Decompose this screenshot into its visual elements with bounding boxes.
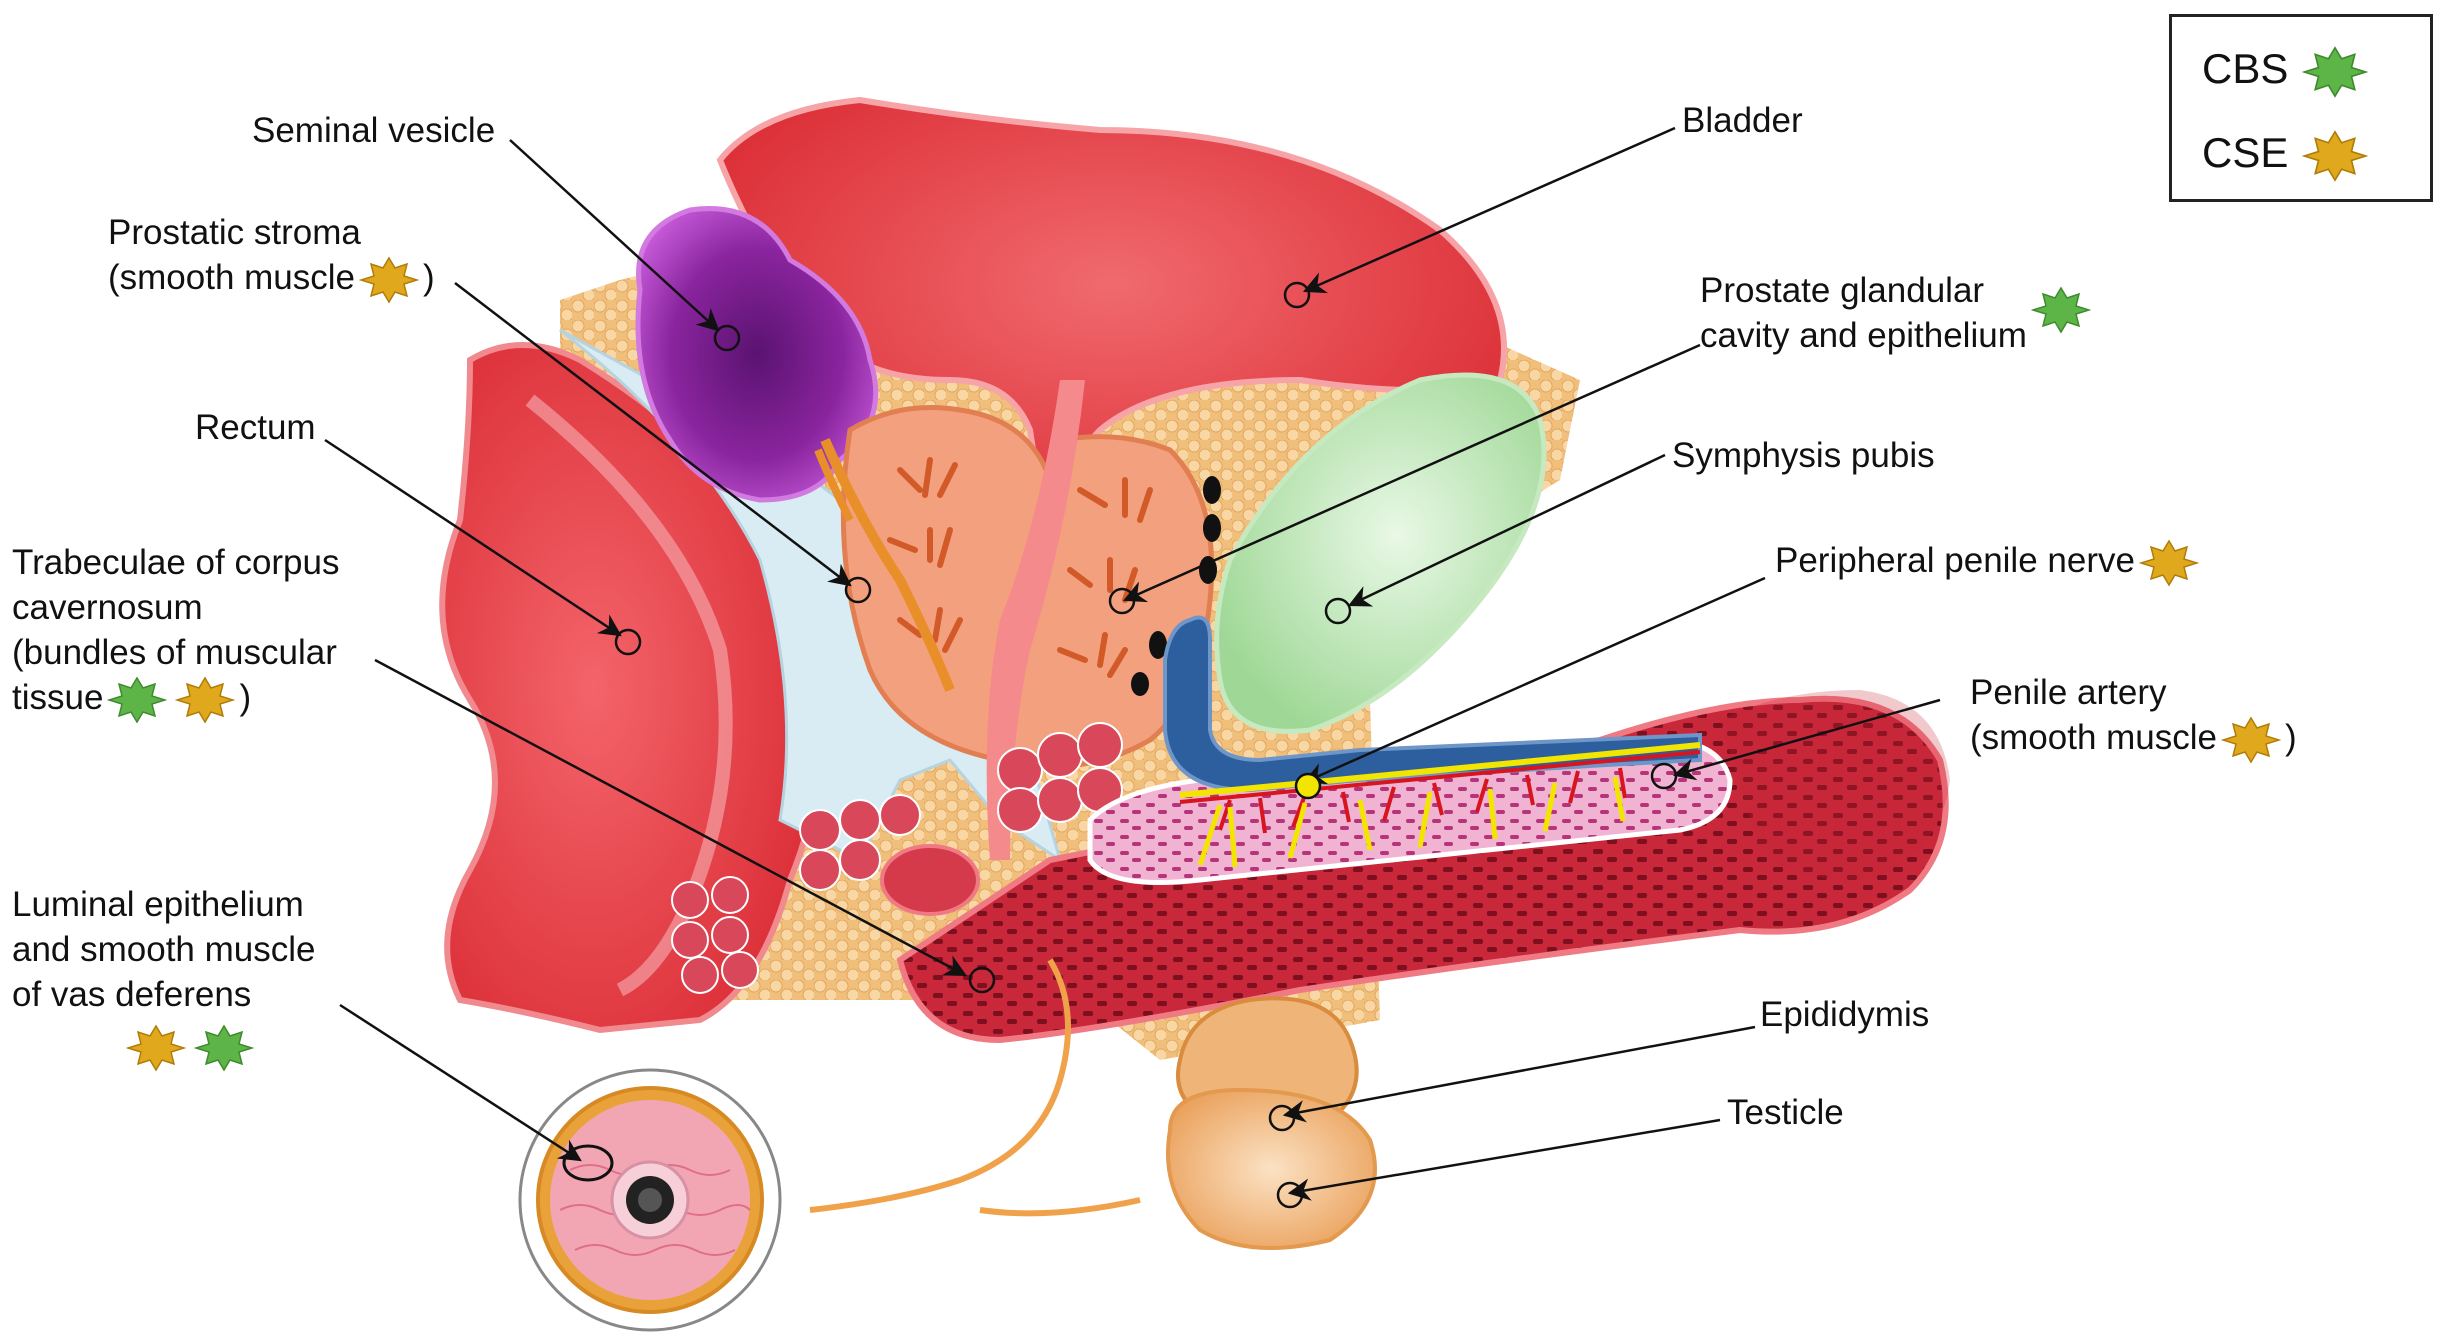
label-penile-artery: Penile artery (smooth muscle) — [1970, 670, 2297, 764]
vas-deferens-cross-section — [518, 1068, 782, 1332]
symphysis-shape — [1214, 372, 1547, 734]
cse-star-icon — [2302, 130, 2369, 182]
testicle-shape — [1166, 1087, 1377, 1250]
cbs-star-icon — [2030, 286, 2091, 334]
cbs-star-icon — [194, 1024, 254, 1072]
label-epididymis: Epididymis — [1760, 995, 1930, 1034]
label-trabeculae: Trabeculae of corpus cavernosum (bundles… — [12, 540, 340, 724]
cse-star-icon — [359, 256, 420, 304]
cbs-star-icon — [107, 676, 168, 724]
label-seminal-vesicle: Seminal vesicle — [252, 111, 496, 150]
cse-star-icon — [126, 1024, 186, 1072]
label-bladder: Bladder — [1682, 101, 1803, 140]
target-circle-icon — [713, 324, 741, 352]
cse-star-icon — [175, 676, 236, 724]
label-peripheral-penile-nerve: Peripheral penile nerve — [1775, 538, 2203, 587]
cse-star-icon — [2138, 539, 2199, 587]
label-prostate-glandular: Prostate glandular cavity and epithelium — [1700, 268, 2095, 362]
label-testicle: Testicle — [1727, 1093, 1844, 1132]
cse-star-icon — [2221, 716, 2282, 764]
cbs-star-icon — [2302, 46, 2369, 98]
label-prostatic-stroma: Prostatic stroma (smooth muscle) — [108, 210, 435, 304]
seminal-vesicle-shape — [635, 206, 879, 503]
legend: CBS CSE — [2169, 14, 2433, 202]
legend-cbs: CBS — [2202, 39, 2372, 99]
label-rectum: Rectum — [195, 408, 316, 447]
label-symphysis-pubis: Symphysis pubis — [1672, 436, 1935, 475]
label-luminal-epithelium: Luminal epithelium and smooth muscle of … — [12, 882, 315, 1072]
bladder-shape — [716, 96, 1507, 561]
legend-cse: CSE — [2202, 123, 2372, 183]
